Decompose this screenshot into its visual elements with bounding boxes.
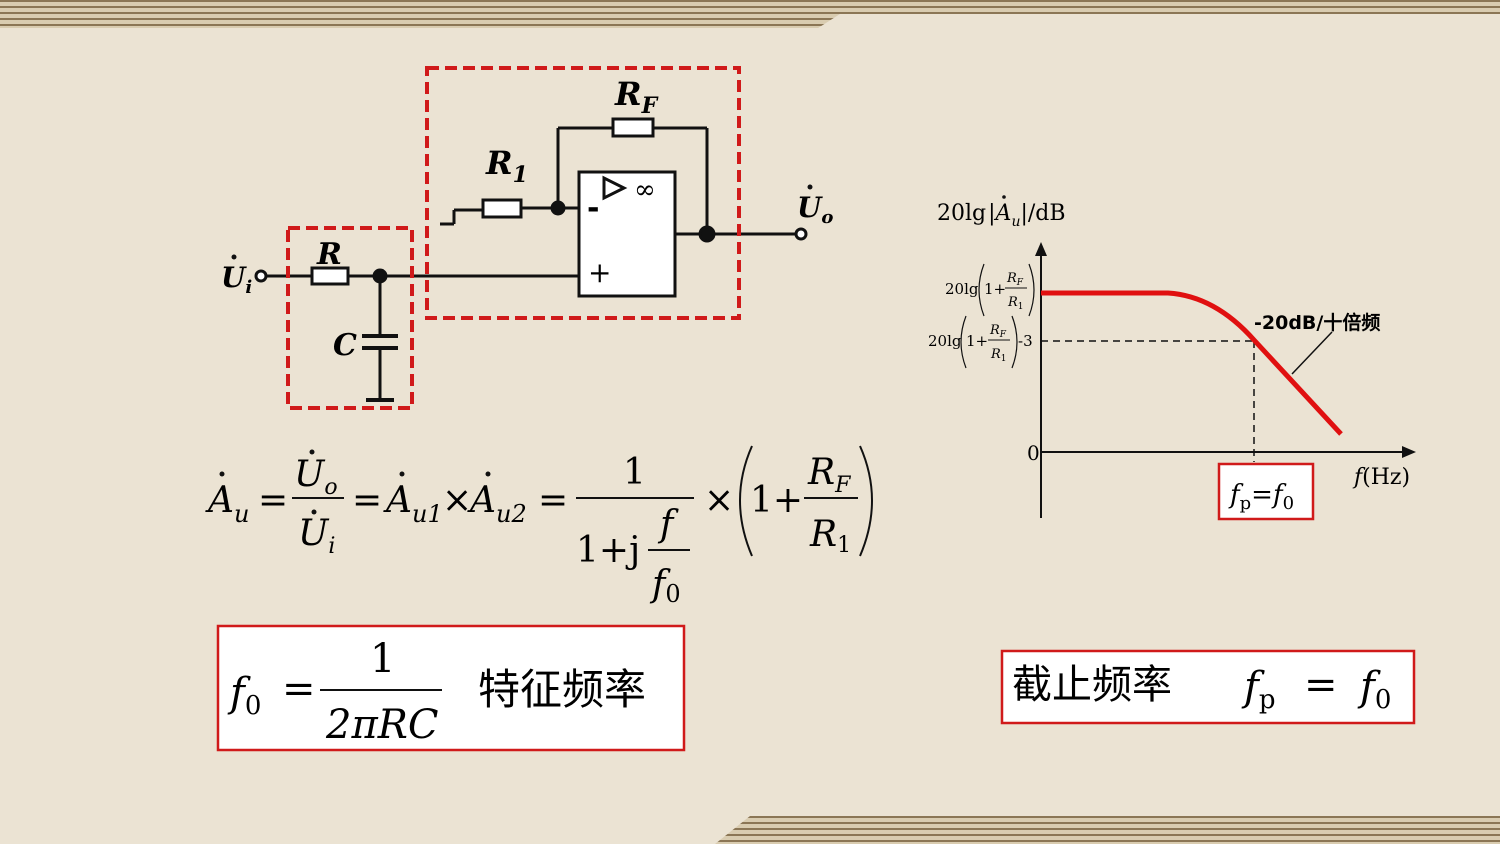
- fp-symbol: fp: [1241, 664, 1275, 715]
- fp-caption: 截止频率: [1012, 662, 1172, 708]
- f0-symbol: f0: [227, 670, 261, 721]
- transfer-function-formula: Au = Uo Ui = Au1 × Au2 = 1 1+j f f0 × 1+…: [205, 445, 873, 608]
- uo-dot-icon: [807, 184, 813, 190]
- resistor-rf: [611, 117, 655, 138]
- f0-formula-box: [216, 624, 686, 752]
- x-axis-label: f(Hz): [1352, 465, 1410, 490]
- label-ui: Ui: [221, 261, 252, 298]
- label-r: R: [316, 237, 342, 272]
- au-symbol: Au: [205, 480, 249, 528]
- op-amp-plus-label: +: [588, 256, 611, 289]
- op-amp-minus-label: -: [587, 191, 599, 226]
- ui-denominator: Ui: [298, 513, 335, 559]
- f0-numerator: 1: [370, 636, 395, 682]
- op-amp-triangle-icon: [602, 175, 628, 201]
- au2-symbol: Au2: [467, 480, 527, 528]
- times-2: ×: [704, 480, 734, 521]
- right-paren: [859, 445, 873, 557]
- svg-text:R1: R1: [1007, 295, 1024, 312]
- output-terminal: [794, 227, 808, 241]
- op-amp-infinity-symbol: ∞: [634, 175, 656, 205]
- au1-dot-icon: [399, 471, 405, 477]
- input-terminal: [254, 269, 268, 283]
- x-axis-arrow-icon: [1402, 446, 1416, 458]
- au2-dot-icon: [485, 471, 491, 477]
- numerator-one: 1: [623, 452, 646, 493]
- f0-denominator: 2πRC: [325, 702, 438, 748]
- bottom-decorative-band: [715, 816, 1500, 844]
- svg-text:R1: R1: [990, 347, 1007, 364]
- top-decorative-band: [0, 0, 1500, 28]
- label-r1: R1: [485, 144, 528, 188]
- au1-symbol: Au1: [383, 480, 443, 528]
- svg-text:RF: RF: [1006, 271, 1024, 288]
- fp-formula: 截止频率 fp = f0: [1012, 662, 1391, 715]
- uo-numerator: Uo: [294, 454, 338, 500]
- rf-num: RF: [807, 452, 851, 498]
- slope-label: -20dB/十倍频: [1254, 311, 1380, 334]
- label-rf: RF: [614, 75, 659, 119]
- svg-text:1+: 1+: [984, 280, 1006, 298]
- r1-den: R1: [809, 514, 851, 558]
- label-c: C: [333, 328, 357, 363]
- svg-text:20lg: 20lg: [945, 280, 979, 298]
- frequency-response-curve: [1041, 290, 1343, 436]
- amplifier-section-highlight: [425, 66, 741, 320]
- inner-f0: f0: [649, 564, 681, 608]
- rc-section-highlight: [286, 226, 414, 410]
- passband-level-label: 20lg 1+ RF R1: [945, 263, 1035, 317]
- slope-pointer: [1291, 331, 1333, 375]
- one-plus: 1+: [750, 480, 803, 521]
- svg-text:1+: 1+: [966, 332, 988, 350]
- y-axis-arrow-icon: [1035, 242, 1047, 256]
- y-label-dot-icon: [1002, 195, 1006, 199]
- origin-label: 0: [1027, 441, 1040, 465]
- minus3db-level-label: 20lg 1+ RF R1 -3: [928, 315, 1033, 369]
- resistor-r1: [481, 198, 523, 219]
- svg-text:20lg: 20lg: [928, 332, 962, 350]
- svg-text:-3: -3: [1018, 332, 1033, 350]
- f0-formula: f0 = 1 2πRC 特征频率: [227, 636, 646, 748]
- inner-f: f: [657, 504, 679, 545]
- uo-num-dot-icon: [309, 449, 315, 455]
- f0-eq: =: [282, 666, 316, 712]
- eq-2: =: [352, 480, 382, 521]
- junction-dot-output: [698, 225, 716, 243]
- svg-text:RF: RF: [989, 323, 1007, 340]
- ui-dot-icon: [231, 254, 237, 260]
- bode-plot: -20dB/十倍频 20lg|Au|/dB 20lg 1+ RF R1 20lg…: [928, 195, 1416, 521]
- one-plus-j: 1+j: [576, 530, 640, 571]
- eq-3: =: [538, 480, 568, 521]
- f0-caption: 特征频率: [478, 665, 646, 714]
- ui-den-dot-icon: [311, 509, 317, 515]
- au-dot-icon: [219, 471, 225, 477]
- eq-1: =: [258, 480, 288, 521]
- y-axis-label: 20lg|Au|/dB: [937, 201, 1066, 230]
- times-1: ×: [442, 480, 472, 521]
- fp-formula-box: [1000, 649, 1416, 725]
- active-lowpass-filter-circuit: [254, 117, 808, 402]
- corner-frequency-box: [1217, 462, 1315, 521]
- fp-eq: =: [1304, 662, 1338, 708]
- left-paren: [739, 445, 753, 557]
- op-amp-box: [577, 170, 677, 298]
- label-uo: Uo: [797, 191, 833, 228]
